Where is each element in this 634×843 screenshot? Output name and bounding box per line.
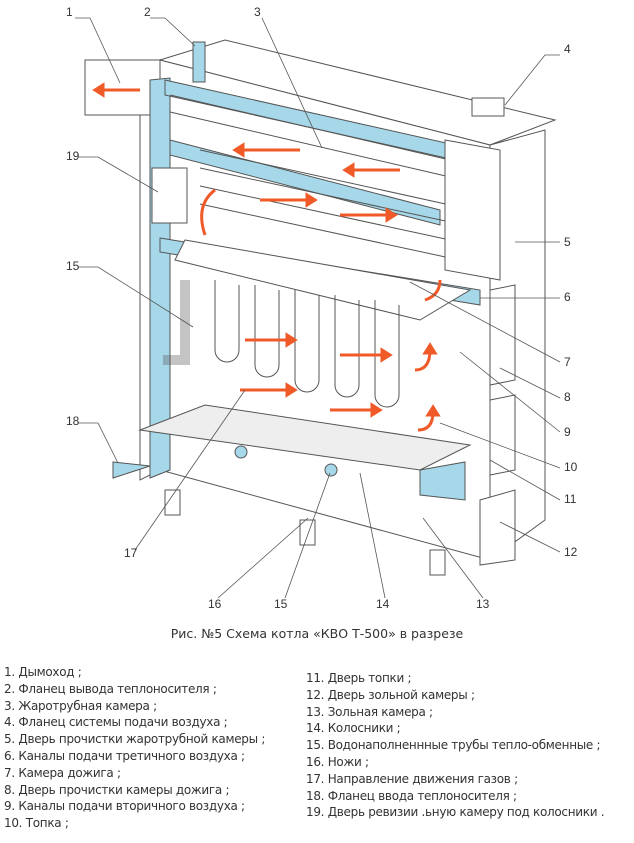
callout-8: 8 — [564, 390, 571, 404]
legend-item: 4. Фланец системы подачи воздуха ; — [4, 715, 228, 730]
legend-item: 3. Жаротрубная камера ; — [4, 698, 157, 713]
legend-left: 1. Дымоход ; 2. Фланец вывода теплоносит… — [4, 664, 265, 832]
legend-item: 18. Фланец ввода теплоносителя ; — [306, 788, 517, 803]
legend-item: 14. Колосники ; — [306, 721, 401, 736]
legend-right: 11. Дверь топки ; 12. Дверь зольной каме… — [306, 670, 605, 821]
heat-exchange-tubes — [214, 280, 400, 408]
legend-item: 16. Ножи ; — [306, 754, 369, 769]
legend-item: 13. Зольная камера ; — [306, 704, 433, 719]
callout-14: 14 — [376, 597, 390, 611]
callout-16: 16 — [208, 597, 222, 611]
legend-item: 9. Каналы подачи вторичного воздуха ; — [4, 799, 245, 814]
legend-item: 6. Каналы подачи третичного воздуха ; — [4, 748, 245, 763]
legend-item: 8. Дверь прочистки камеры дожига ; — [4, 782, 230, 797]
callout-13: 13 — [476, 597, 490, 611]
callout-labels: 1 2 3 4 5 6 7 8 9 10 11 12 13 14 15 16 1… — [66, 5, 578, 611]
legend-item: 2. Фланец вывода теплоносителя ; — [4, 681, 217, 696]
legend-item: 7. Камера дожига ; — [4, 765, 121, 780]
callout-1: 1 — [66, 5, 73, 19]
water-jacket — [149, 77, 171, 479]
legend-item: 5. Дверь прочистки жаротрубной камеры ; — [4, 732, 266, 747]
callout-19: 19 — [66, 149, 80, 163]
callout-7: 7 — [564, 355, 571, 369]
callout-12: 12 — [564, 545, 578, 559]
figure-caption: Рис. №5 Схема котла «КВО Т-500» в разрез… — [170, 626, 464, 641]
gas-flow-arrows — [92, 82, 442, 432]
boiler-cross-section-diagram: 1 2 3 4 5 6 7 8 9 10 11 12 13 14 15 16 1… — [66, 5, 578, 611]
legend-item: 11. Дверь топки ; — [306, 671, 412, 685]
legend-item: 19. Дверь ревизии .ьную камеру под колос… — [306, 805, 605, 820]
legend-item: 10. Топка ; — [4, 816, 69, 831]
callout-9: 9 — [564, 425, 571, 439]
legend-item: 12. Дверь зольной камеры ; — [306, 687, 475, 702]
callout-6: 6 — [564, 290, 571, 304]
callout-2: 2 — [144, 5, 151, 19]
callout-5: 5 — [564, 235, 571, 249]
grate — [138, 404, 472, 471]
afterburn-chamber — [174, 239, 472, 321]
callout-15-bottom: 15 — [274, 597, 288, 611]
legend-item: 17. Направление движения газов ; — [306, 771, 518, 786]
callout-10: 10 — [564, 460, 578, 474]
callout-18: 18 — [66, 414, 80, 428]
legend-item: 1. Дымоход ; — [4, 665, 82, 679]
air-flange — [471, 97, 505, 117]
callout-3: 3 — [254, 5, 261, 19]
callout-11: 11 — [564, 492, 577, 506]
legend-item: 15. Водонаполненнные трубы тепло-обменны… — [306, 738, 601, 753]
callout-4: 4 — [564, 42, 571, 56]
callout-15-left: 15 — [66, 259, 80, 273]
callout-17: 17 — [124, 546, 138, 560]
fire-tube-bundle — [169, 94, 501, 281]
